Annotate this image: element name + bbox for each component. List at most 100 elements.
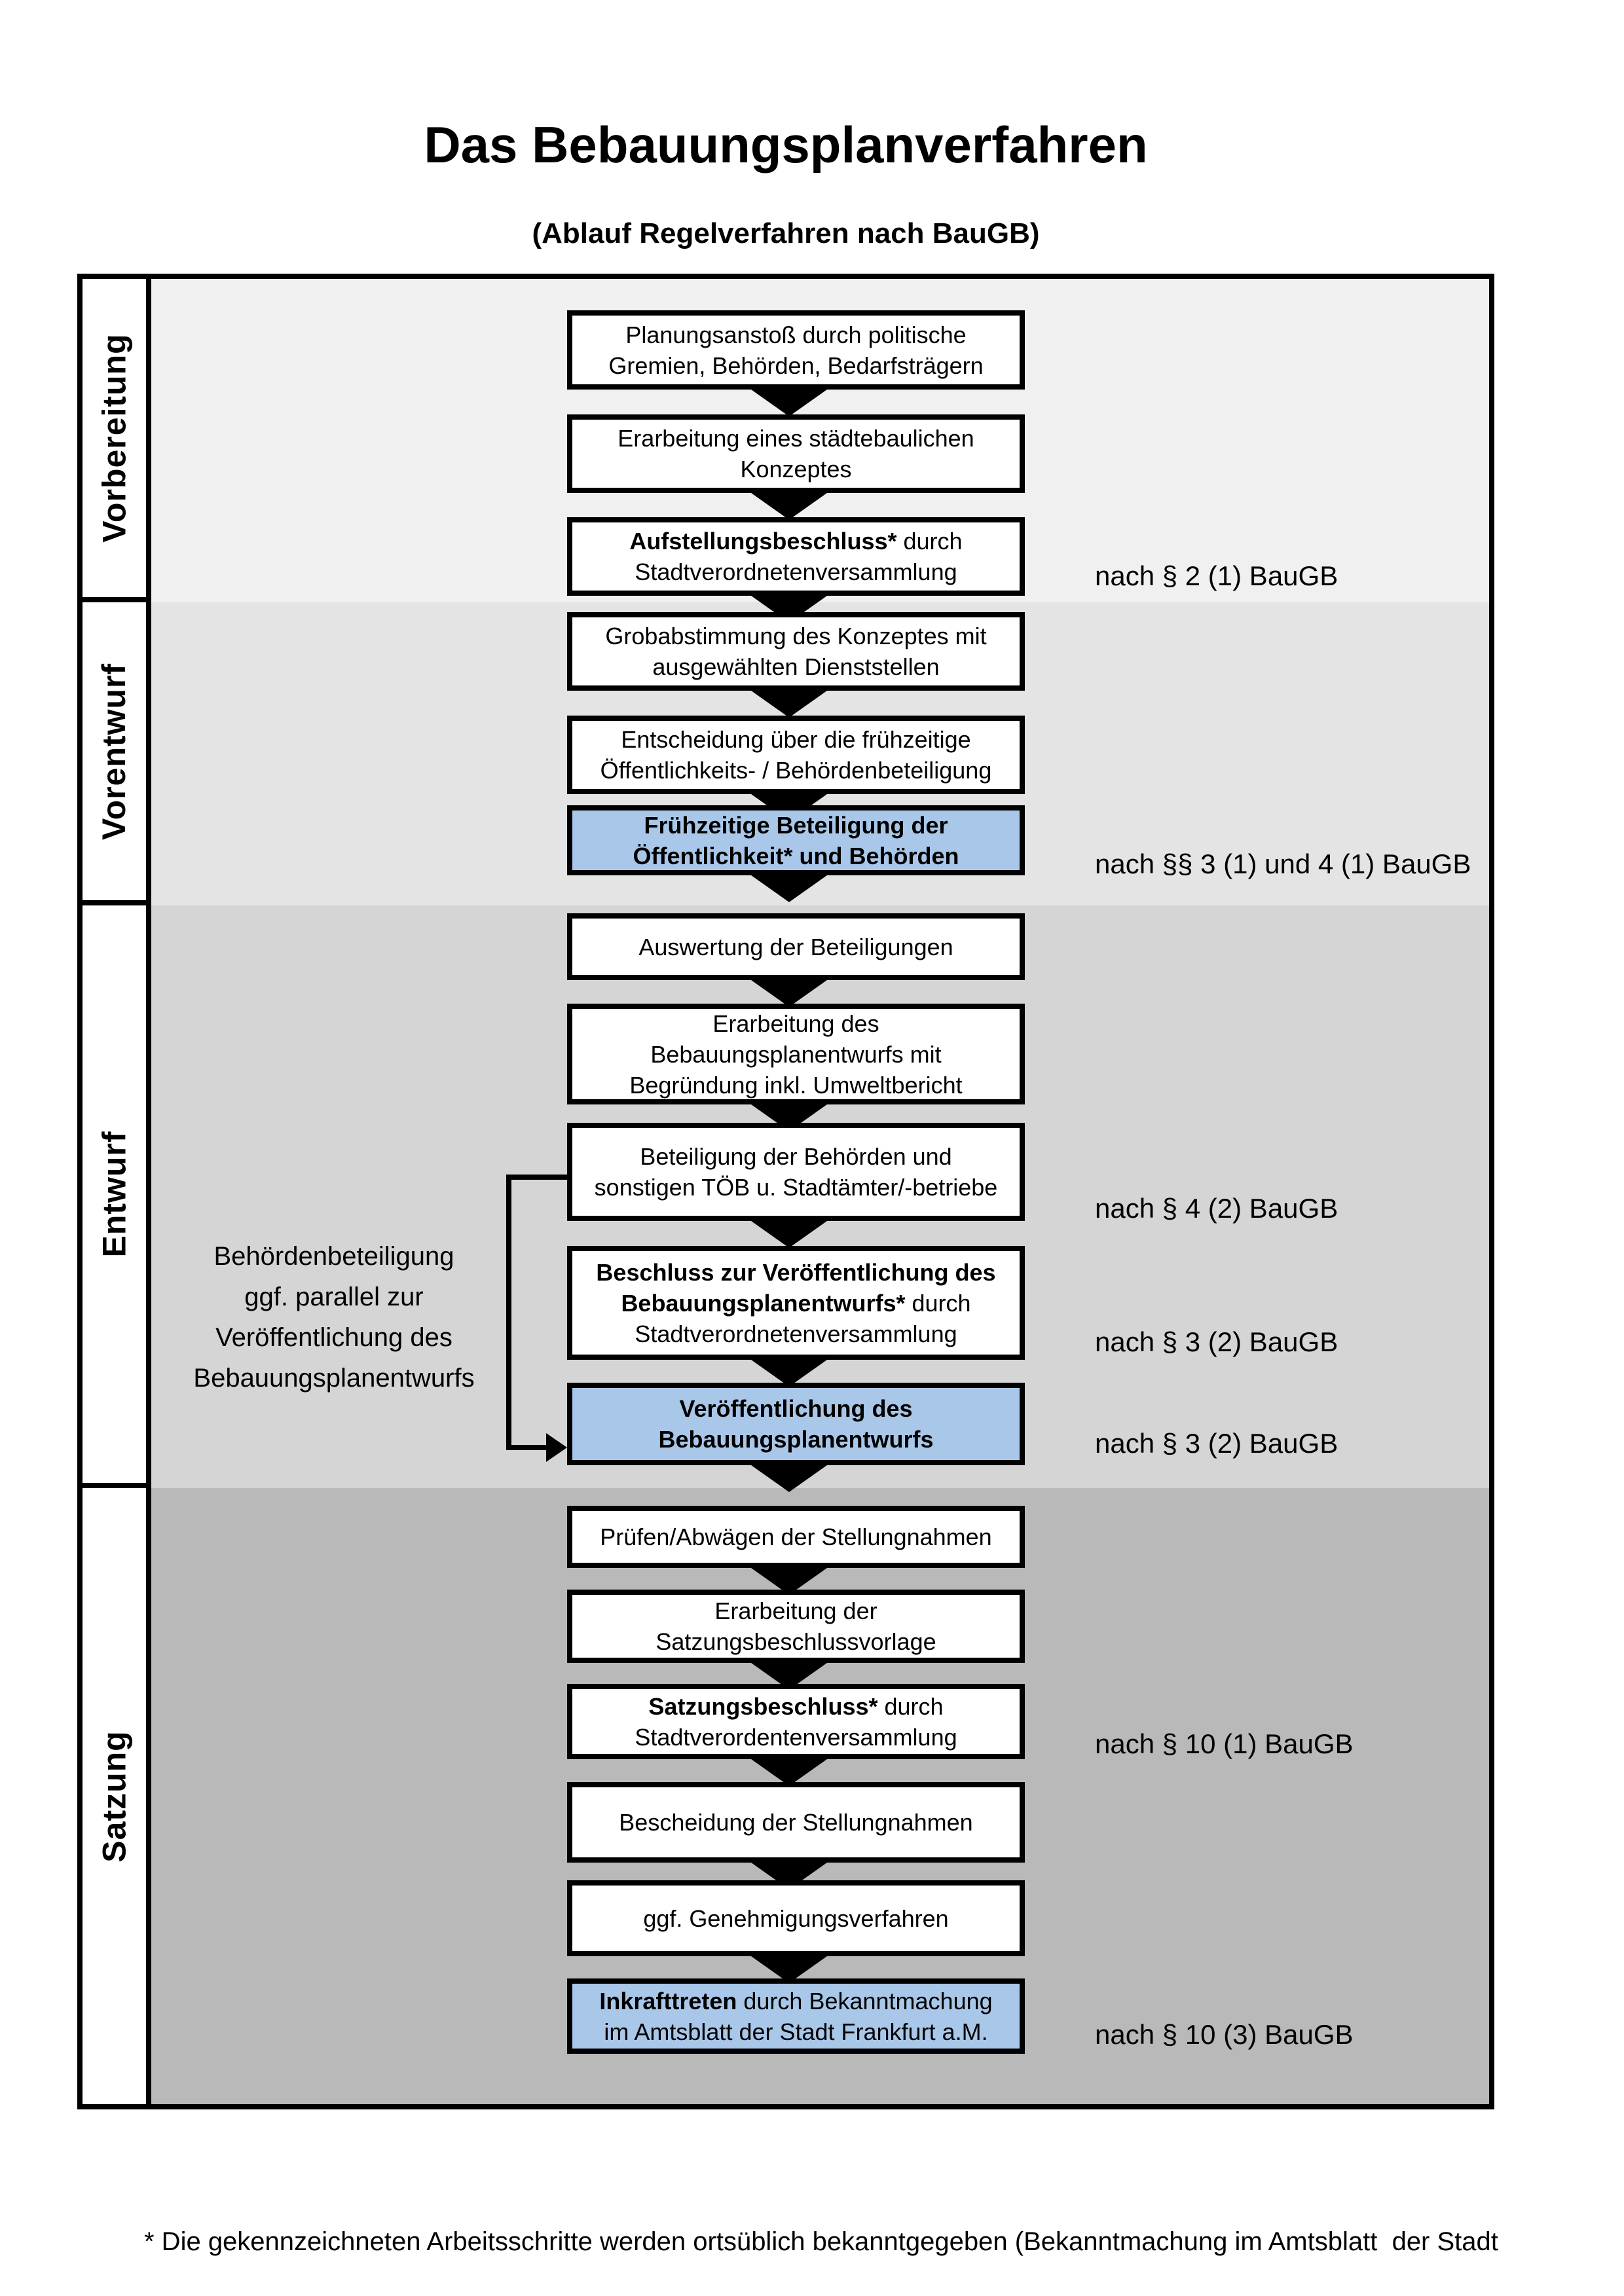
side-note-behoerdenbeteiligung: Behördenbeteiligung ggf. parallel zur Ve… [190, 1236, 478, 1398]
phase-label-vorbereitung: Vorbereitung [96, 333, 133, 543]
phase-label-satzung: Satzung [96, 1730, 133, 1863]
legal-ref-inkrafttreten: nach § 10 (3) BauGB [1095, 2019, 1354, 2050]
step-text: durch [877, 1692, 944, 1720]
diagram-frame [77, 274, 1494, 2109]
step-planungsanstoss: Planungsanstoß durch politische Gremien,… [567, 310, 1025, 390]
step-text: Beteiligung der Behörden und [640, 1143, 952, 1170]
step-text: durch [905, 1289, 971, 1317]
step-text: Bebauungsplanentwurfs mit [650, 1040, 942, 1068]
step-line: Bebauungsplanentwurfs mit [650, 1039, 941, 1070]
side-note-line: Bebauungsplanentwurfs [193, 1364, 475, 1393]
step-line: Planungsanstoß durch politische [625, 319, 966, 350]
arrow-down-icon [747, 386, 832, 416]
arrow-down-icon [747, 1462, 832, 1492]
step-grobabstimmung: Grobabstimmung des Konzeptes mit ausgewä… [567, 612, 1025, 691]
step-text: durch [896, 528, 963, 555]
step-text: Stadtverordnetenversammlung [635, 1320, 957, 1347]
step-erarbeitung-satzungsbeschlussvorlage: Erarbeitung der Satzungsbeschlussvorlage [567, 1590, 1025, 1663]
step-beteiligung-behoerden-toeb: Beteiligung der Behörden und sonstigen T… [567, 1123, 1025, 1221]
legal-ref-beschluss-veroeffentlichung: nach § 3 (2) BauGB [1095, 1326, 1338, 1357]
arrow-down-icon [747, 977, 832, 1007]
step-text: im Amtsblatt der Stadt Frankfurt a.M. [604, 2018, 988, 2045]
step-text: Prüfen/Abwägen der Stellungnahmen [600, 1523, 992, 1550]
footnote: * Die gekennzeichneten Arbeitsschritte w… [144, 2149, 1519, 2296]
step-erarbeitung-bebauungsplanentwurf: Erarbeitung des Bebauungsplanentwurfs mi… [567, 1004, 1025, 1104]
step-text-bold: Öffentlichkeit* und Behörden [633, 842, 959, 869]
step-line: Stadtverordnetenversammlung [635, 556, 957, 587]
step-line: Stadtverordnetenversammlung [635, 1319, 957, 1349]
step-line: Beschluss zur Veröffentlichung des [596, 1257, 995, 1288]
step-line: Konzeptes [740, 454, 851, 484]
phase-label-vorentwurf: Vorentwurf [96, 663, 133, 840]
page-subtitle: (Ablauf Regelverfahren nach BauGB) [532, 217, 1040, 249]
step-line: im Amtsblatt der Stadt Frankfurt a.M. [604, 2016, 987, 2047]
step-text: Erarbeitung der [714, 1597, 877, 1624]
step-text-bold: Bebauungsplanentwurfs [658, 1426, 934, 1453]
arrow-down-icon [747, 1953, 832, 1983]
legal-ref-satzungsbeschluss: nach § 10 (1) BauGB [1095, 1728, 1354, 1759]
step-line: Prüfen/Abwägen der Stellungnahmen [600, 1522, 991, 1552]
step-text: Konzeptes [740, 456, 852, 483]
step-line: ggf. Genehmigungsverfahren [643, 1903, 948, 1934]
legal-ref-behoerdenbeteiligung: nach § 4 (2) BauGB [1095, 1193, 1338, 1224]
bracket-connector-vertical [506, 1175, 511, 1450]
step-text: Öffentlichkeits- / Behördenbeteiligung [600, 757, 992, 784]
step-text-bold: Satzungsbeschluss* [648, 1692, 878, 1720]
phase-cell-satzung: Satzung [83, 1488, 146, 2104]
step-line: Frühzeitige Beteiligung der [644, 810, 948, 841]
step-text: Grobabstimmung des Konzeptes mit [605, 623, 987, 649]
step-line: Entscheidung über die frühzeitige [621, 724, 970, 755]
step-line: Grobabstimmung des Konzeptes mit [605, 621, 986, 651]
arrow-right-icon [546, 1433, 567, 1462]
phase-cell-entwurf: Entwurf [83, 905, 146, 1488]
step-text: Gremien, Behörden, Bedarfsträgern [608, 352, 984, 379]
arrow-down-icon [747, 1357, 832, 1387]
step-line: Stadtverordentenversammlung [635, 1722, 957, 1753]
step-entscheidung-fruehzeitige-beteiligung: Entscheidung über die frühzeitige Öffent… [567, 716, 1025, 794]
step-bescheidung-stellungnahmen: Bescheidung der Stellungnahmen [567, 1782, 1025, 1863]
page-title: Das Bebauungsplanverfahren [424, 116, 1148, 173]
step-line: Bebauungsplanentwurfs* durch [621, 1288, 970, 1319]
step-line: Bebauungsplanentwurfs [658, 1424, 933, 1455]
step-text: durch Bekanntmachung [737, 1987, 993, 2014]
step-line: Veröffentlichung des [679, 1393, 912, 1424]
phase-cell-vorbereitung: Vorbereitung [83, 279, 146, 602]
step-line: Gremien, Behörden, Bedarfsträgern [608, 350, 983, 381]
legal-ref-aufstellungsbeschluss: nach § 2 (1) BauGB [1095, 560, 1338, 591]
step-text: Begründung inkl. Umweltbericht [629, 1071, 963, 1099]
step-inkrafttreten: Inkrafttreten durch Bekanntmachung im Am… [567, 1978, 1025, 2054]
step-satzungsbeschluss: Satzungsbeschluss* durch Stadtverordente… [567, 1684, 1025, 1759]
bracket-connector-top [506, 1175, 567, 1180]
step-text: Entscheidung über die frühzeitige [621, 726, 971, 753]
side-note-line: ggf. parallel zur [244, 1283, 424, 1311]
step-line: Öffentlichkeits- / Behördenbeteiligung [600, 755, 992, 786]
step-line: Erarbeitung eines städtebaulichen [618, 423, 974, 454]
step-line: Bescheidung der Stellungnahmen [619, 1807, 972, 1838]
step-text-bold: Veröffentlichung des [679, 1395, 913, 1422]
step-line: Auswertung der Beteiligungen [638, 932, 953, 962]
step-line: ausgewählten Dienststellen [652, 651, 939, 682]
step-text-bold: Inkrafttreten [599, 1987, 737, 2014]
side-note-line: Veröffentlichung des [215, 1323, 452, 1352]
arrow-down-icon [747, 1218, 832, 1248]
step-text: Stadtverordnetenversammlung [635, 558, 957, 585]
phase-sidebar: Vorbereitung Vorentwurf Entwurf Satzung [83, 279, 151, 2104]
step-text: Bescheidung der Stellungnahmen [619, 1809, 973, 1836]
step-line: Öffentlichkeit* und Behörden [633, 841, 959, 871]
step-text: Auswertung der Beteiligungen [638, 933, 953, 960]
step-text: Erarbeitung des [712, 1010, 879, 1037]
phase-label-entwurf: Entwurf [96, 1131, 133, 1258]
step-fruehzeitige-beteiligung: Frühzeitige Beteiligung der Öffentlichke… [567, 805, 1025, 875]
legal-ref-veroeffentlichung: nach § 3 (2) BauGB [1095, 1428, 1338, 1459]
step-veroeffentlichung-bebauungsplanentwurf: Veröffentlichung des Bebauungsplanentwur… [567, 1383, 1025, 1465]
step-staedtebauliches-konzept: Erarbeitung eines städtebaulichen Konzep… [567, 414, 1025, 493]
step-text: Stadtverordentenversammlung [635, 1723, 957, 1751]
step-pruefen-abwaegen-stellungnahmen: Prüfen/Abwägen der Stellungnahmen [567, 1506, 1025, 1568]
step-text: Planungsanstoß durch politische [625, 321, 967, 348]
step-text: Erarbeitung eines städtebaulichen [618, 425, 974, 452]
side-note-line: Behördenbeteiligung [213, 1242, 454, 1271]
step-line: Erarbeitung des [712, 1008, 879, 1039]
step-line: Aufstellungsbeschluss* durch [629, 526, 962, 556]
step-line: Begründung inkl. Umweltbericht [629, 1070, 962, 1101]
